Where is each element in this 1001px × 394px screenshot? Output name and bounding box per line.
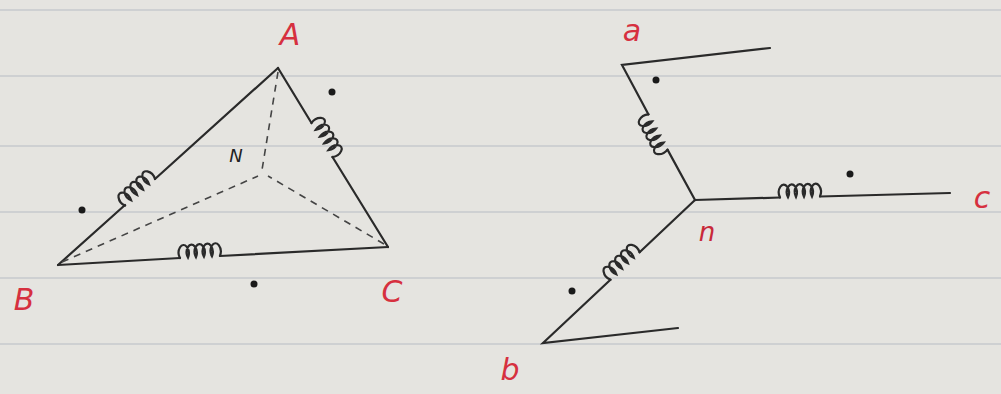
paper-rule xyxy=(0,10,1001,344)
wye-winding xyxy=(543,48,950,343)
terminal-label: A xyxy=(280,20,301,50)
terminal-label: a xyxy=(623,16,641,46)
neutral-dashed-line xyxy=(62,72,384,262)
terminal-label: C xyxy=(382,277,403,307)
terminal-label: c xyxy=(974,183,991,213)
neutral-label: N xyxy=(229,147,242,165)
polarity-dot xyxy=(79,77,854,295)
neutral-label: n xyxy=(699,219,715,245)
delta-winding xyxy=(58,68,388,265)
terminal-label: b xyxy=(500,355,519,385)
terminal-label: B xyxy=(14,285,35,315)
